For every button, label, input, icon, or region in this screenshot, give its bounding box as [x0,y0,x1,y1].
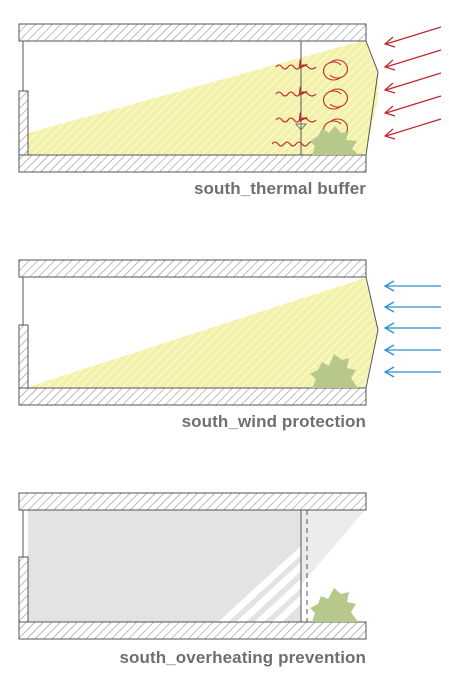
panel-overheating-prevention: south_overheating prevention [0,470,449,683]
sun-wedge [28,40,378,155]
ceiling-slab [18,259,367,278]
ceiling-slab [18,23,367,42]
incoming-wind-arrows [383,280,441,378]
floor-slab [18,387,367,406]
incoming-heat-arrows [383,26,442,140]
open-facade-edge [365,40,379,156]
sun-strips [218,546,301,622]
caption-overheating-prevention: south_overheating prevention [119,648,366,667]
shade-triangle [301,510,365,585]
back-wall [18,556,29,623]
shaded-interior [28,510,301,622]
back-wall [18,90,29,156]
sun-wedge [28,278,378,388]
plant-icon [310,126,359,155]
open-facade-edge [365,276,379,389]
panel-wind-protection: south_wind protection [0,230,449,440]
caption-thermal-buffer: south_thermal buffer [193,179,366,198]
plant-icon [310,588,358,622]
level-marker-icon [294,123,308,131]
panel-thermal-buffer: south_thermal buffer [0,0,449,200]
overheating-prevention-diagram [18,492,367,640]
back-wall [18,324,29,389]
caption-wind-protection: south_wind protection [181,412,366,431]
plant-icon [310,354,358,388]
ceiling-slab [18,492,367,511]
thermal-buffer-diagram [18,23,442,173]
wind-protection-diagram [18,259,441,406]
floor-slab [18,621,367,640]
floor-slab [18,154,367,173]
